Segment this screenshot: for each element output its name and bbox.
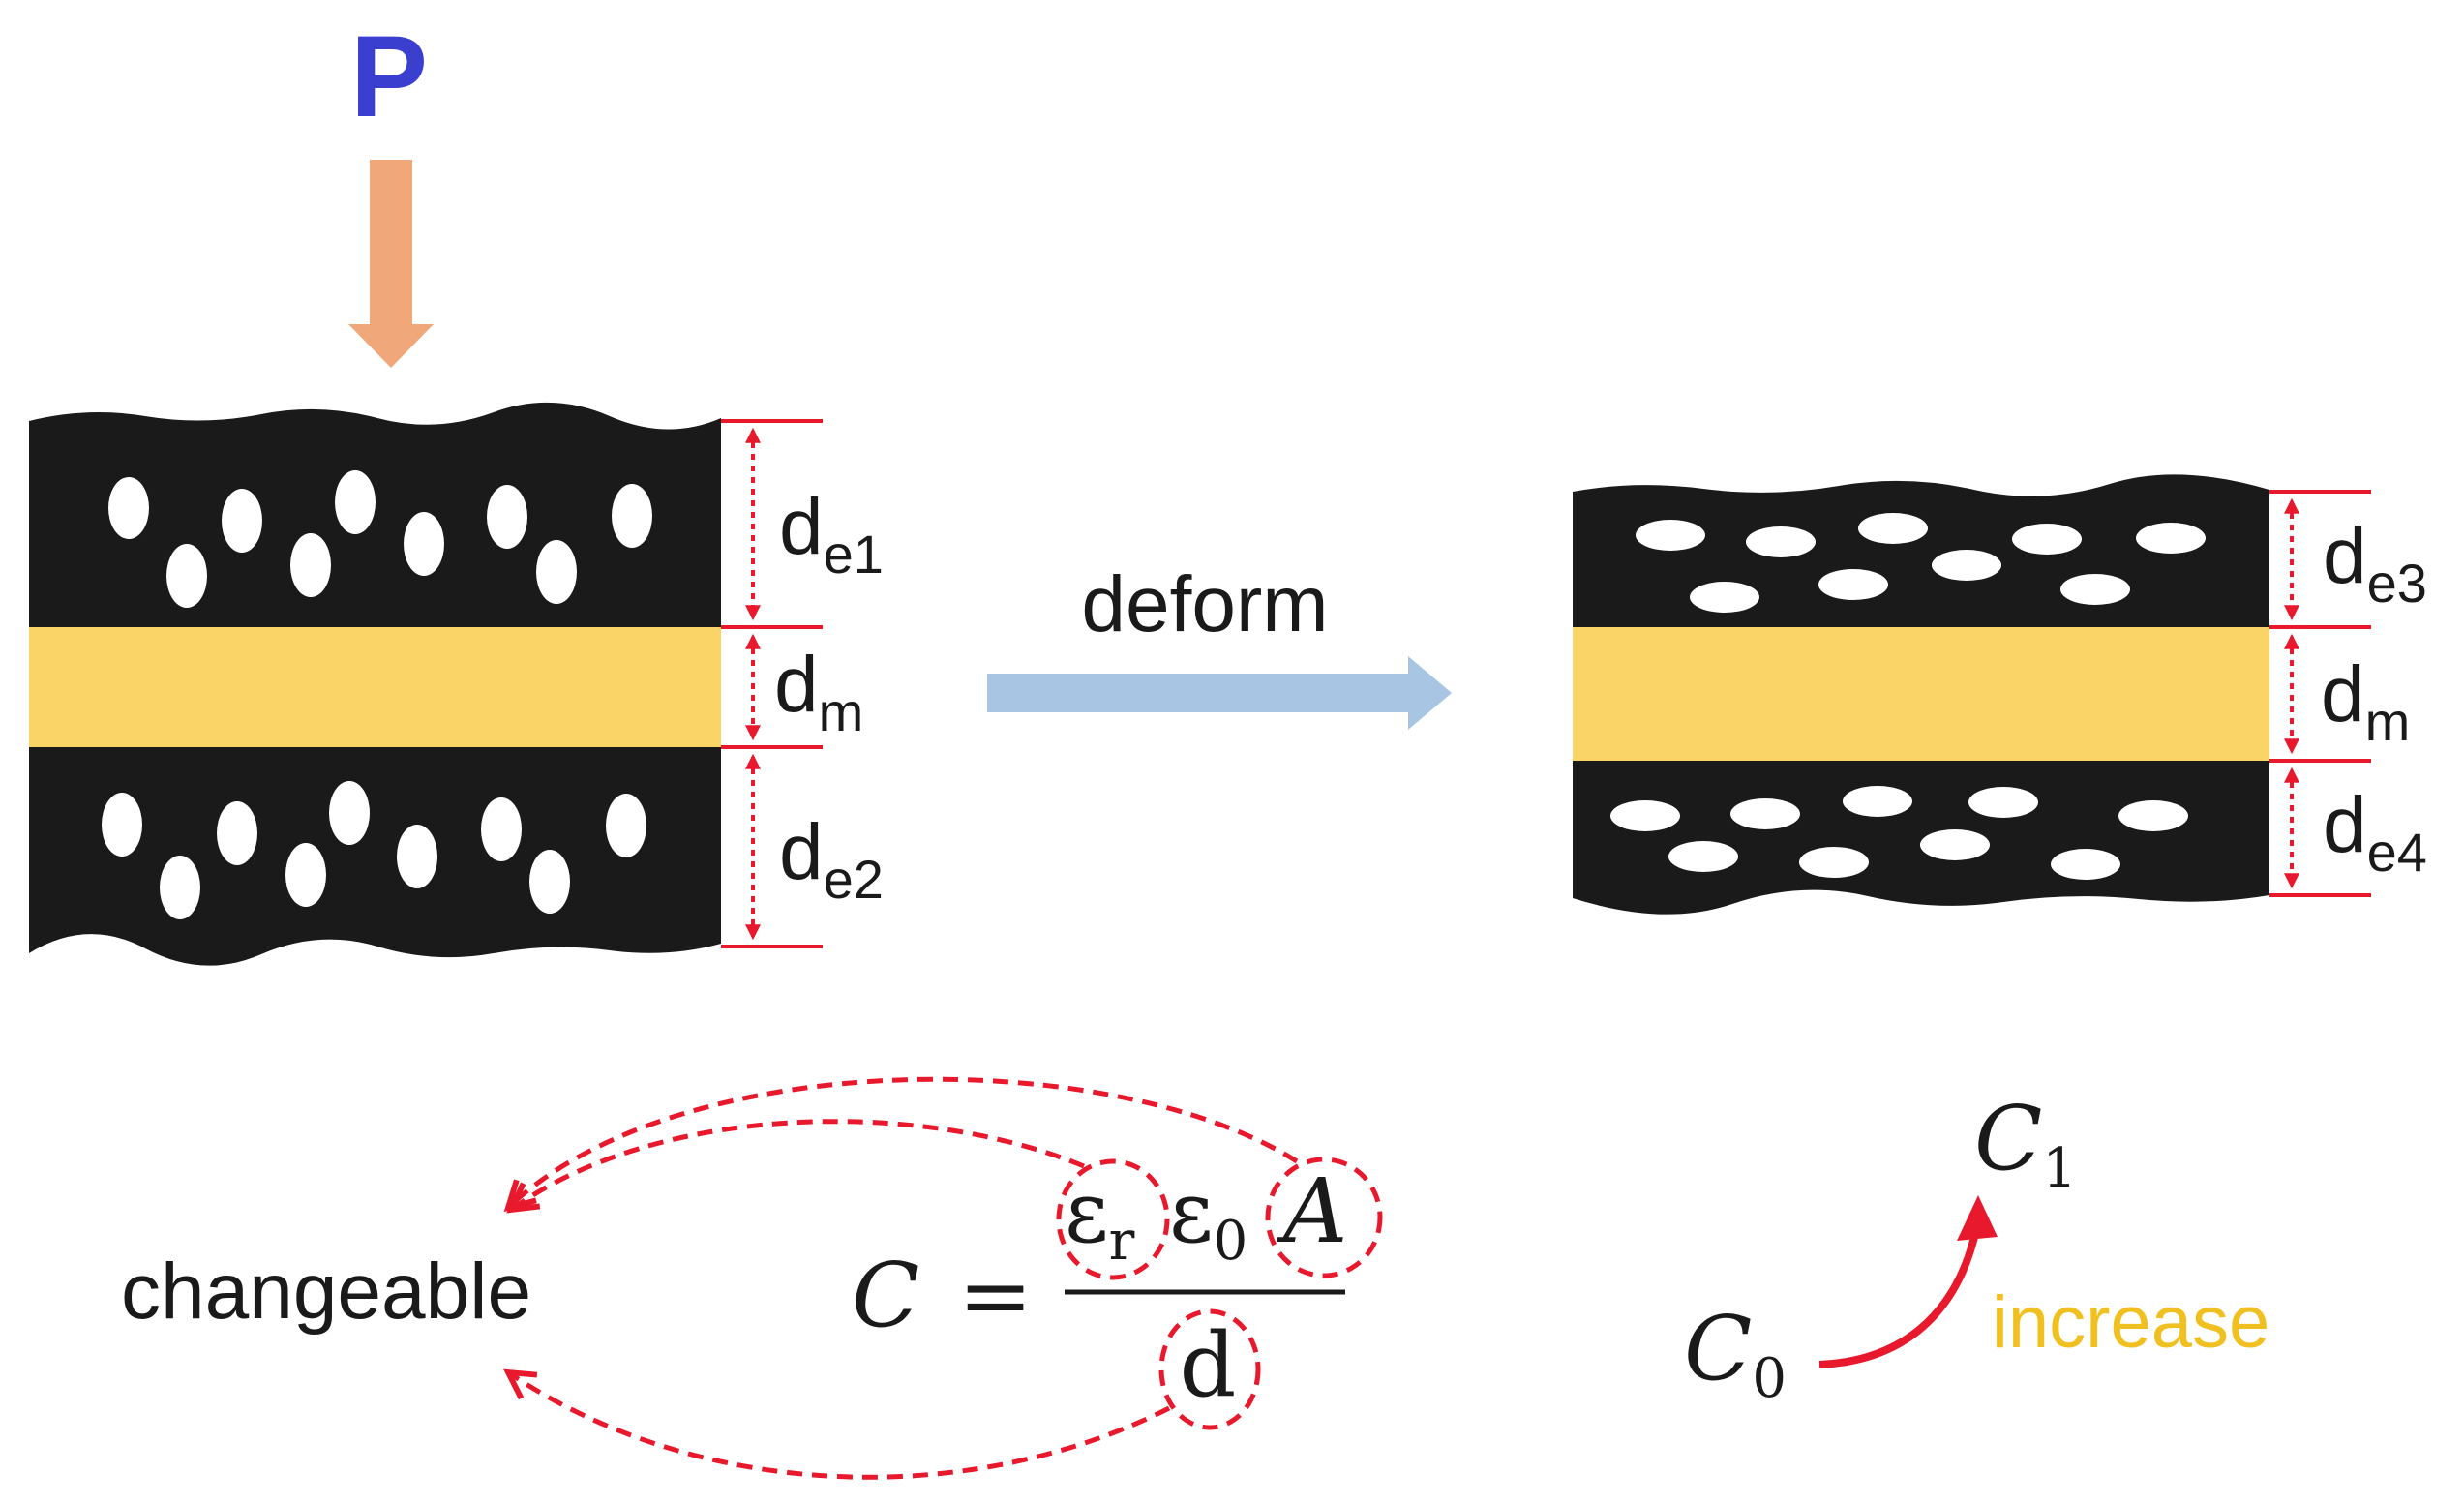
d-highlight [1158, 1308, 1261, 1430]
formula-area: A [1276, 1159, 1347, 1263]
right-bottom-pores [1610, 786, 2188, 880]
formula-lhs: C [852, 1244, 919, 1347]
left-bottom-pores [102, 781, 646, 919]
pressure-label: P [350, 12, 428, 141]
arrow-d-to-changeable [508, 1372, 1171, 1480]
formula-denominator: d [1180, 1313, 1237, 1417]
dim-label-de3: de3 [2323, 512, 2427, 614]
formula-highlights [1056, 1157, 1383, 1430]
left-sensor [29, 402, 721, 966]
right-bottom-electrode [1573, 761, 2269, 915]
right-sensor [1573, 474, 2269, 915]
deform-arrow [987, 656, 1452, 730]
c0-label: C0 [1684, 1297, 1787, 1410]
left-dielectric-layer [29, 627, 721, 747]
right-dielectric-layer [1573, 627, 2269, 761]
increase-arrow [1818, 1195, 1998, 1368]
left-bottom-electrode [29, 747, 721, 966]
changeable-label: changeable [121, 1247, 531, 1336]
right-top-pores [1636, 513, 2206, 613]
dim-label-de1: de1 [779, 483, 884, 585]
deform-label: deform [1081, 560, 1328, 648]
formula-equals: = [958, 1244, 1033, 1347]
formula-eps-0: ε0 [1169, 1162, 1247, 1273]
left-top-pores [108, 470, 652, 608]
arrow-area-to-changeable [508, 1076, 1299, 1208]
increase-label: increase [1992, 1281, 2269, 1364]
dim-label-de2: de2 [779, 808, 884, 910]
dim-label-dm-right: dm [2321, 650, 2410, 752]
eps-r-highlight [1056, 1158, 1170, 1280]
changeable-arrows [508, 1076, 1299, 1480]
area-highlight [1265, 1157, 1383, 1278]
formula-eps-r: εr [1065, 1162, 1135, 1273]
arrow-epsr-to-changeable [511, 1119, 1085, 1210]
right-dimension-lines [2269, 490, 2371, 897]
left-dimension-lines [721, 419, 823, 948]
c1-label: C1 [1974, 1087, 2077, 1200]
pressure-arrow [348, 160, 434, 368]
dim-label-dm-left: dm [774, 641, 863, 742]
dim-label-de4: de4 [2323, 781, 2427, 883]
